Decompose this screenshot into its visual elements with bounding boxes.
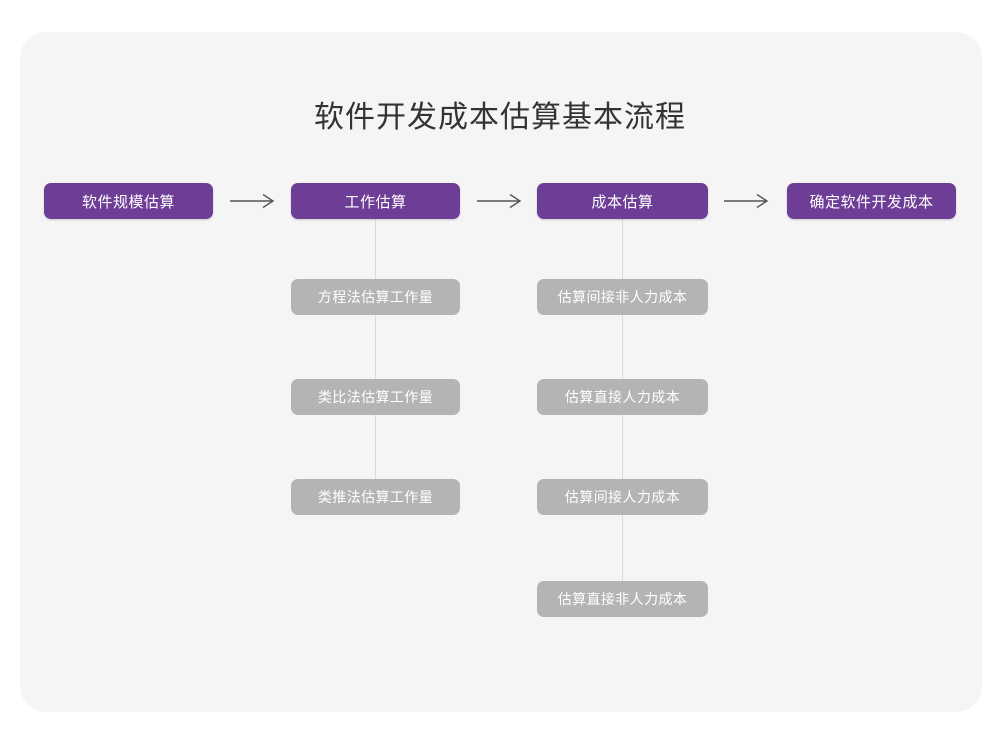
substep-direct-nonlabor-cost[interactable]: 估算直接非人力成本 — [537, 581, 708, 617]
arrow-right-icon — [473, 186, 529, 216]
flow-step-determine-development-cost[interactable]: 确定软件开发成本 — [787, 183, 956, 219]
diagram-canvas — [20, 32, 982, 712]
substep-direct-labor-cost[interactable]: 估算直接人力成本 — [537, 379, 708, 415]
flow-step-effort-estimation[interactable]: 工作估算 — [291, 183, 460, 219]
flow-step-cost-estimation[interactable]: 成本估算 — [537, 183, 708, 219]
substep-equation-method-effort[interactable]: 方程法估算工作量 — [291, 279, 460, 315]
substep-analogy-method-effort[interactable]: 类比法估算工作量 — [291, 379, 460, 415]
substep-indirect-labor-cost[interactable]: 估算间接人力成本 — [537, 479, 708, 515]
substep-indirect-nonlabor-cost[interactable]: 估算间接非人力成本 — [537, 279, 708, 315]
connector-line-work-column — [374, 218, 376, 480]
substep-inference-method-effort[interactable]: 类推法估算工作量 — [291, 479, 460, 515]
page-title: 软件开发成本估算基本流程 — [314, 101, 686, 134]
flow-step-software-size-estimation[interactable]: 软件规模估算 — [44, 183, 213, 219]
arrow-right-icon — [226, 186, 282, 216]
arrow-right-icon — [720, 186, 776, 216]
